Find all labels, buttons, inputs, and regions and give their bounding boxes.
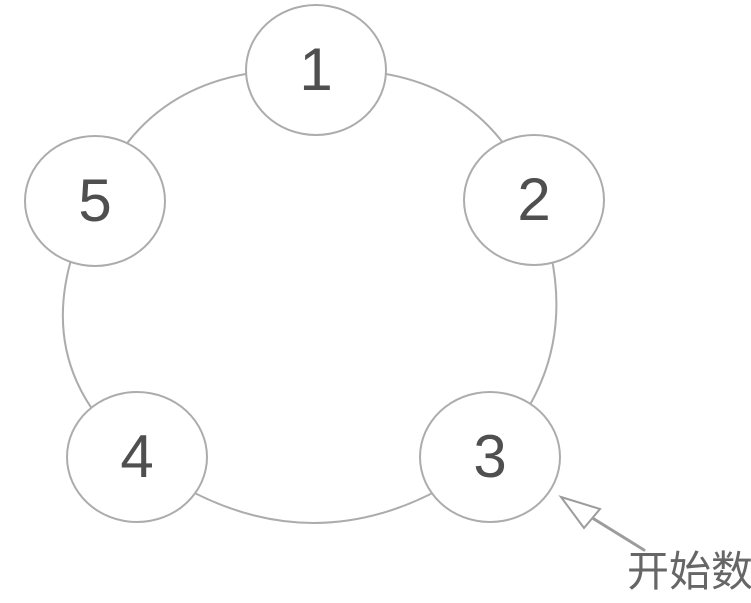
annotation-arrow-shaft bbox=[592, 517, 646, 552]
node-1-label: 1 bbox=[299, 36, 333, 103]
node-2-label: 2 bbox=[517, 166, 551, 233]
annotation-label: 开始数 bbox=[627, 548, 751, 595]
node-3: 3 bbox=[419, 391, 561, 523]
node-1: 1 bbox=[245, 4, 387, 136]
node-5-label: 5 bbox=[78, 167, 112, 234]
node-2: 2 bbox=[463, 134, 605, 266]
node-4-label: 4 bbox=[120, 423, 154, 490]
node-4: 4 bbox=[66, 391, 208, 523]
node-5: 5 bbox=[24, 135, 166, 267]
annotation-arrow-head-icon bbox=[558, 495, 602, 530]
node-3-label: 3 bbox=[473, 423, 507, 490]
